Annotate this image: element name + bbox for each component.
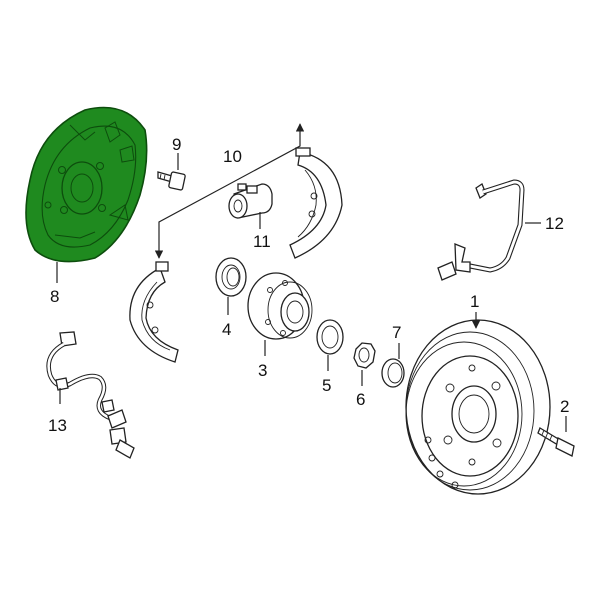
backing-plate-part-8[interactable] xyxy=(25,106,148,263)
callout-13: 13 xyxy=(48,416,67,435)
brake-shoe-upper[interactable] xyxy=(289,147,343,259)
callout-5: 5 xyxy=(322,376,331,395)
dust-cap-part-7[interactable] xyxy=(381,358,405,388)
callout-6: 6 xyxy=(356,390,365,409)
callout-3: 3 xyxy=(258,361,267,380)
callout-8: 8 xyxy=(50,287,59,306)
callout-10: 10 xyxy=(223,147,242,166)
abs-sensor-part-13[interactable] xyxy=(46,331,135,459)
nut-part-6[interactable] xyxy=(353,342,376,369)
brake-drum-part-1[interactable] xyxy=(405,319,551,495)
brake-hose-part-12[interactable] xyxy=(437,179,525,281)
wheel-cylinder-part-11[interactable] xyxy=(228,183,273,219)
callout-12: 12 xyxy=(545,214,564,233)
callout-1: 1 xyxy=(470,292,479,311)
seal-part-4[interactable] xyxy=(215,257,247,297)
callout-7: 7 xyxy=(392,323,401,342)
leader-line-10 xyxy=(154,123,305,259)
wheel-stud-part-2[interactable] xyxy=(537,427,575,457)
hub-part-3[interactable] xyxy=(247,272,313,340)
callout-2: 2 xyxy=(560,397,569,416)
callout-4: 4 xyxy=(222,320,231,339)
bolt-part-9[interactable] xyxy=(157,171,186,191)
washer-part-5[interactable] xyxy=(316,319,344,355)
callout-11: 11 xyxy=(253,232,271,251)
callout-9: 9 xyxy=(172,135,181,154)
brake-shoe-lower[interactable] xyxy=(129,261,179,363)
